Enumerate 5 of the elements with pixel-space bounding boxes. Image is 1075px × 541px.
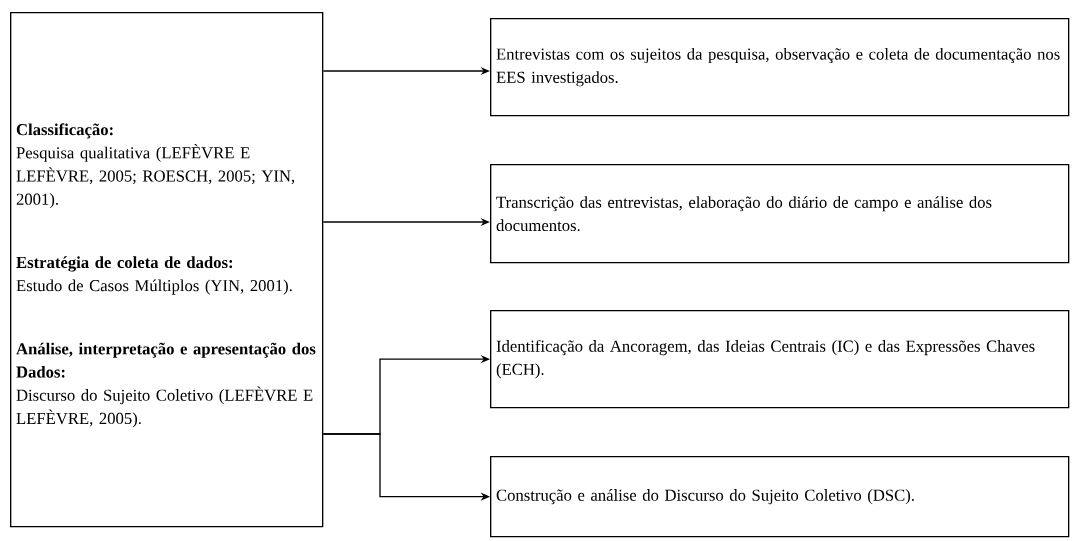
text-box: Classificação: Pesquisa qualitativa (LEFÈVRE E LEFÈVRE, 2005; ROESCH, 2005; YIN, 2001). Estratégia de coleta de dados: Estudo de Casos Múltiplos (YIN, 2001). Análise, interpretação e apresentação dos Dados: Discurso do Sujeito Coletivo (LEFÈVRE E LEFÈVRE, 2005).: [10, 12, 324, 528]
process-box: Construção e análise do Discurso do Sujeito Coletivo (DSC).: [490, 456, 1070, 538]
process-box: Identificação da Ancoragem, das Ideias Centrais (IC) e das Expressões Chaves (ECH).: [490, 310, 1070, 409]
process-box: Entrevistas com os sujeitos da pesquisa, observação e coleta de documentação nos EES investigados.: [490, 18, 1070, 117]
process-box: Transcrição das entrevistas, elaboração do diário de campo e análise dos documentos.: [490, 164, 1070, 264]
